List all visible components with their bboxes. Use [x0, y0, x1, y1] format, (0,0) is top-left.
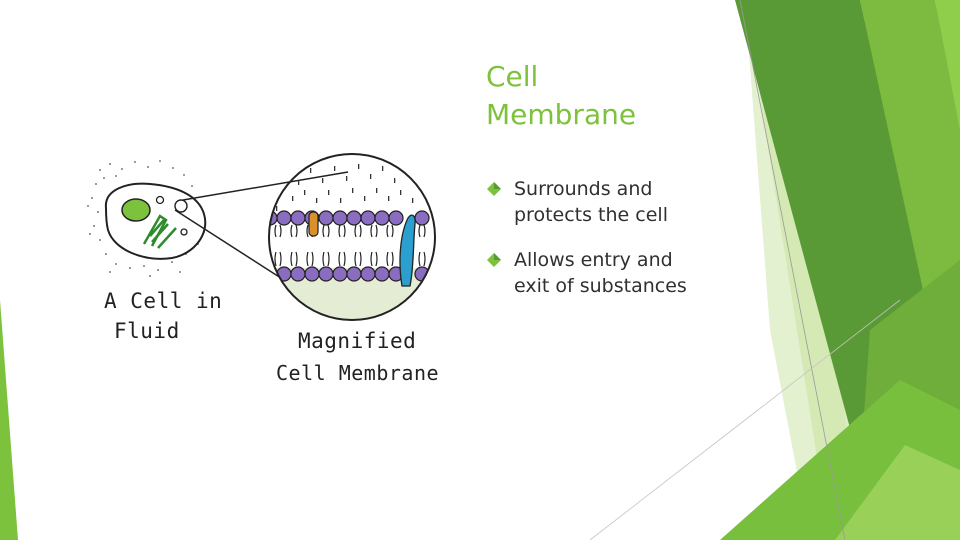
title-line-1: Cell — [486, 60, 539, 93]
left-green-sliver — [0, 300, 18, 540]
phospholipid-heads-lower — [269, 266, 430, 282]
slide-title: Cell Membrane — [486, 58, 746, 134]
cell-caption-line-1: A Cell in — [104, 289, 222, 313]
bullet-line: protects the cell — [514, 204, 668, 226]
phospholipid-heads-upper — [269, 210, 430, 226]
bullet-item: Surrounds and protects the cell — [486, 176, 746, 228]
magnified-membrane — [269, 164, 435, 320]
thin-gray-line — [589, 299, 901, 540]
title-line-2: Membrane — [486, 98, 637, 131]
bullet-line: Surrounds and — [514, 178, 653, 200]
bullet-list: Surrounds and protects the cell Allows e… — [486, 176, 746, 318]
organelles — [142, 214, 177, 249]
channel-protein — [399, 214, 416, 287]
bullet-line: exit of substances — [514, 275, 687, 297]
thin-gray-line — [739, 0, 846, 540]
zoom-line — [182, 171, 349, 201]
vesicle — [155, 195, 165, 205]
magnified-spot — [174, 199, 188, 213]
cell-membrane-illustration: A Cell in Fluid Magnified Cell Membrane — [87, 153, 439, 385]
bullet-item: Allows entry and exit of substances — [486, 247, 746, 299]
cell-caption-line-2: Fluid — [114, 319, 180, 343]
diamond-bullet-icon — [487, 182, 501, 196]
membrane-caption-line-1: Magnified — [298, 329, 416, 353]
bullet-line: Allows entry and — [514, 249, 673, 271]
vesicle — [180, 228, 188, 236]
carrier-protein — [308, 211, 319, 237]
bright-green-panel — [935, 0, 960, 130]
magnifier-circle — [268, 153, 436, 321]
nucleus — [121, 198, 151, 222]
diamond-bullet-icon — [487, 253, 501, 267]
membrane-caption-line-2: Cell Membrane — [276, 361, 439, 385]
light-lime-triangle — [835, 445, 960, 540]
